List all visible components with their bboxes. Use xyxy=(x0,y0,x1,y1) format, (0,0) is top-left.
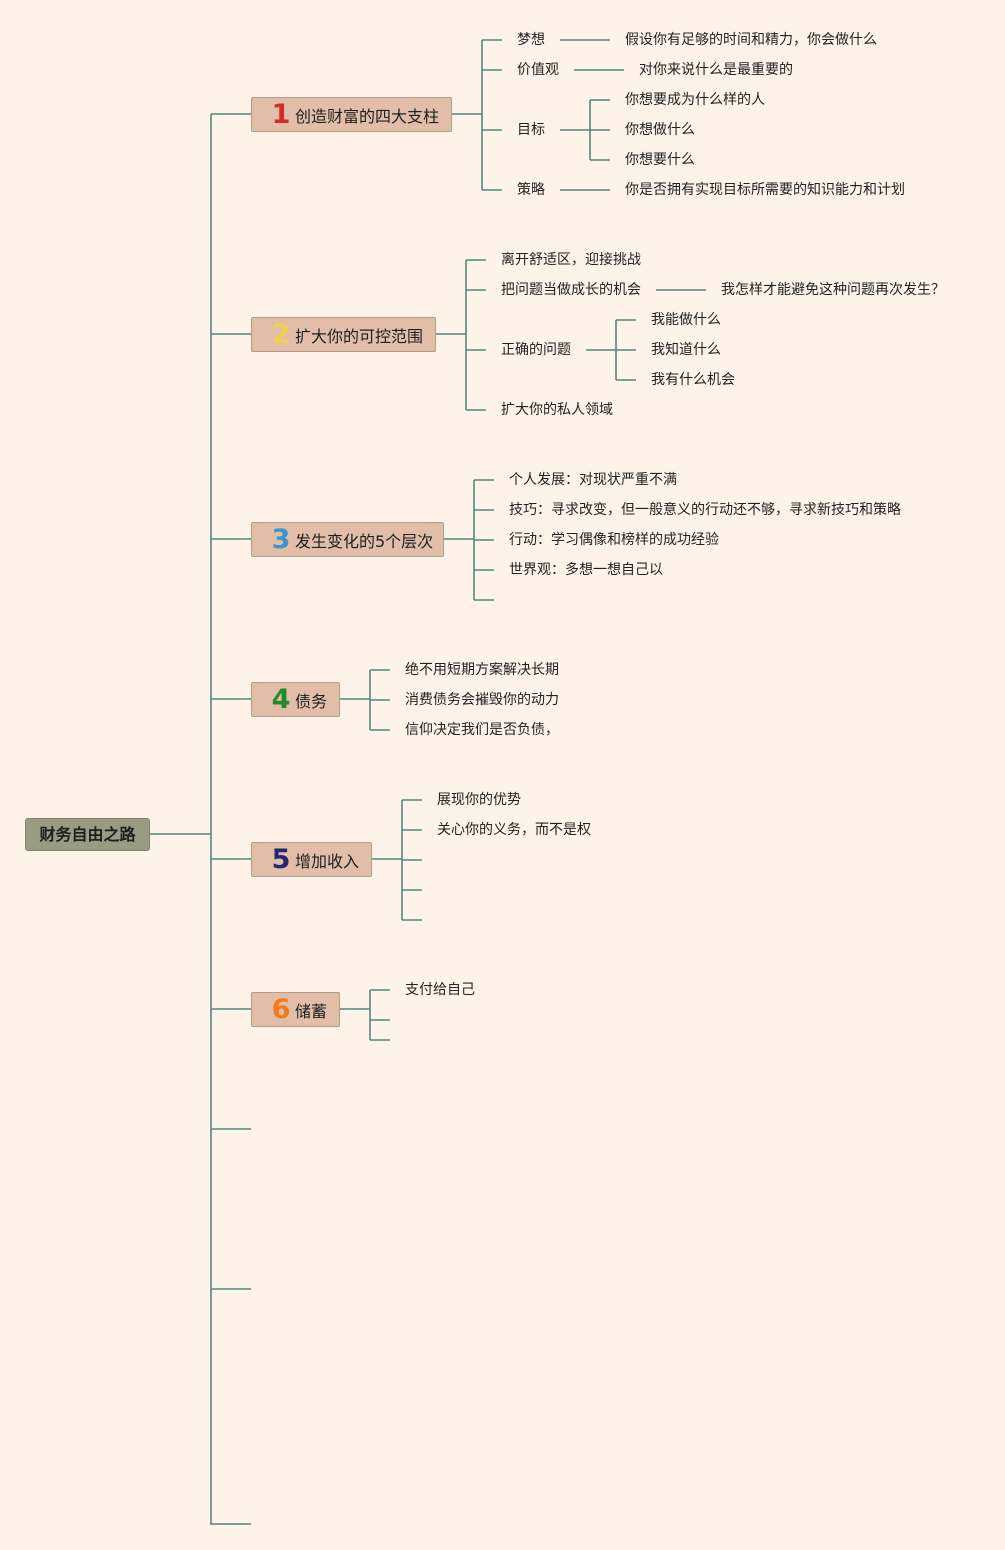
number-4-icon: 4 xyxy=(271,684,291,715)
b3-item-4[interactable]: 世界观：多想一想自己以 xyxy=(509,562,663,578)
b1-goal-item-3[interactable]: 你想要什么 xyxy=(625,152,695,168)
number-1-icon: 1 xyxy=(271,99,291,130)
b2-item-3-sub-2[interactable]: 我知道什么 xyxy=(651,342,721,358)
number-6-icon: 6 xyxy=(271,994,291,1025)
b4-item-3[interactable]: 信仰决定我们是否负债， xyxy=(405,722,559,738)
b3-item-2[interactable]: 技巧：寻求改变，但一般意义的行动还不够，寻求新技巧和策略 xyxy=(509,502,901,518)
branch-1-label: 创造财富的四大支柱 xyxy=(295,106,440,126)
b4-item-1[interactable]: 绝不用短期方案解决长期 xyxy=(405,662,559,678)
branch-5-label: 增加收入 xyxy=(295,851,360,871)
b2-item-3-sub-3[interactable]: 我有什么机会 xyxy=(651,372,735,388)
b1-strategy-note[interactable]: 你是否拥有实现目标所需要的知识能力和计划 xyxy=(625,182,905,198)
branch-3-label: 发生变化的5个层次 xyxy=(295,531,434,551)
b2-item-3[interactable]: 正确的问题 xyxy=(501,342,571,358)
b3-item-3[interactable]: 行动：学习偶像和榜样的成功经验 xyxy=(509,532,719,548)
b2-item-3-sub-1[interactable]: 我能做什么 xyxy=(651,312,721,328)
branch-4-label: 债务 xyxy=(295,691,328,711)
b4-item-2[interactable]: 消费债务会摧毁你的动力 xyxy=(405,692,559,708)
b1-goal[interactable]: 目标 xyxy=(517,122,545,138)
b1-dream-note[interactable]: 假设你有足够的时间和精力，你会做什么 xyxy=(625,32,877,48)
b2-item-1[interactable]: 离开舒适区，迎接挑战 xyxy=(501,252,641,268)
b6-item-1[interactable]: 支付给自己 xyxy=(405,982,475,998)
b1-values-note[interactable]: 对你来说什么是最重要的 xyxy=(639,62,793,78)
b2-item-2[interactable]: 把问题当做成长的机会 xyxy=(501,282,641,298)
b5-item-1[interactable]: 展现你的优势 xyxy=(437,792,521,808)
b3-item-1[interactable]: 个人发展：对现状严重不满 xyxy=(509,472,677,488)
branch-6-label: 储蓄 xyxy=(295,1001,328,1021)
branch-6[interactable]: 6 储蓄 xyxy=(251,992,340,1027)
b2-item-2-note[interactable]: 我怎样才能避免这种问题再次发生？ xyxy=(721,282,945,298)
b1-goal-item-2[interactable]: 你想做什么 xyxy=(625,122,695,138)
b1-strategy[interactable]: 策略 xyxy=(517,182,545,198)
b1-dream[interactable]: 梦想 xyxy=(517,32,545,48)
branch-2[interactable]: 2 扩大你的可控范围 xyxy=(251,317,436,352)
branch-1[interactable]: 1 创造财富的四大支柱 xyxy=(251,97,452,132)
b2-item-4[interactable]: 扩大你的私人领域 xyxy=(501,402,613,418)
b1-goal-item-1[interactable]: 你想要成为什么样的人 xyxy=(625,92,765,108)
branch-3[interactable]: 3 发生变化的5个层次 xyxy=(251,522,444,557)
root-topic[interactable]: 财务自由之路 xyxy=(25,818,150,851)
b1-values[interactable]: 价值观 xyxy=(517,62,559,78)
branch-2-label: 扩大你的可控范围 xyxy=(295,326,424,346)
b5-item-2[interactable]: 关心你的义务，而不是权 xyxy=(437,822,591,838)
number-3-icon: 3 xyxy=(271,524,291,555)
branch-5[interactable]: 5 增加收入 xyxy=(251,842,372,877)
number-5-icon: 5 xyxy=(271,844,291,875)
number-2-icon: 2 xyxy=(271,319,291,350)
branch-4[interactable]: 4 债务 xyxy=(251,682,340,717)
